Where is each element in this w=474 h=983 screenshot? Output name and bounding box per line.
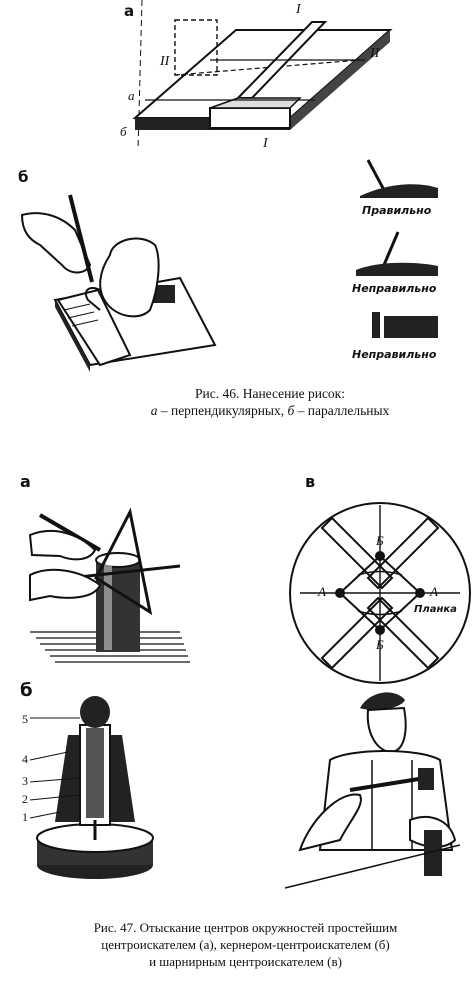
fig47-part-3: 3	[22, 774, 28, 788]
fig47-caption-line3: и шарнирным центроискателем (в)	[149, 954, 342, 969]
fig46-roman-1-top: I	[296, 2, 301, 17]
fig46-caption-title: Рис. 46. Нанесение рисок:	[194, 386, 345, 401]
fig47-label-b: б	[20, 680, 33, 701]
fig47-caption-line2: центроискателем (а), кернером-центроиска…	[101, 937, 390, 952]
fig46-caption: Рис. 46. Нанесение рисок: а – перпендику…	[100, 385, 440, 419]
fig46-incorrect-label-1: Неправильно	[352, 282, 437, 295]
fig47-point-b-bottom: Б	[376, 637, 384, 652]
fig46-roman-1-bottom: I	[263, 136, 268, 151]
fig46-label-a: а	[124, 2, 135, 20]
fig47-part-1: 1	[22, 810, 28, 824]
fig47-point-a-right: А	[430, 584, 438, 599]
fig46-edge-a: а	[128, 88, 135, 103]
fig47-point-a-left: А	[318, 584, 326, 599]
fig46-roman-2-right: II	[370, 46, 380, 61]
fig47-caption: Рис. 47. Отыскание центров окружностей п…	[48, 919, 443, 970]
fig46-incorrect-label-2: Неправильно	[352, 348, 437, 361]
fig46-label-b: б	[18, 168, 29, 186]
fig46-roman-2-left: II	[160, 54, 170, 69]
fig46-correct-label: Правильно	[362, 204, 432, 217]
fig47-label-a: а	[20, 472, 31, 491]
fig47-part-5: 5	[22, 712, 28, 726]
fig47-part-2: 2	[22, 792, 28, 806]
fig46-caption-body: а – перпендикулярных, б – параллельных	[100, 402, 440, 419]
fig47-planka-label: Планка	[414, 604, 457, 615]
fig47-part-4: 4	[22, 752, 28, 766]
fig46-edge-b: б	[120, 124, 127, 139]
fig47-caption-line1: Рис. 47. Отыскание центров окружностей п…	[93, 920, 398, 935]
fig46-caption-b: б	[287, 403, 295, 418]
fig47-label-v: в	[305, 472, 316, 491]
fig46-caption-text1: – перпендикулярных,	[157, 403, 288, 418]
fig47-point-b-top: Б	[376, 533, 384, 548]
fig46-caption-a: а	[150, 403, 158, 418]
fig46-caption-text2: – параллельных	[294, 403, 390, 418]
